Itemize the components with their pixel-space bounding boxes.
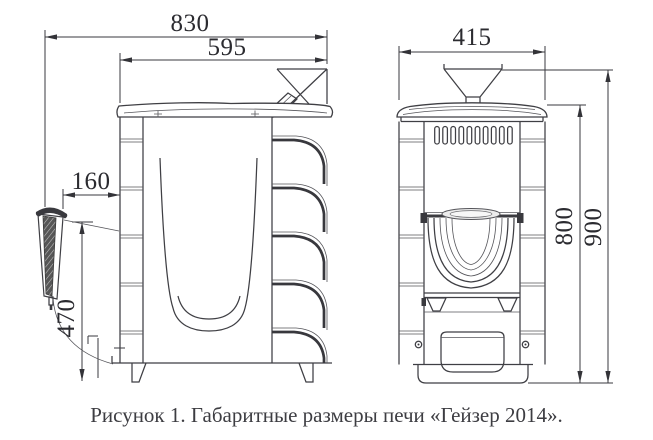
front-view	[396, 46, 613, 384]
dim-label-800: 800	[551, 206, 578, 246]
dim-label-470: 470	[53, 298, 80, 338]
open-door	[35, 207, 68, 310]
dimension-830	[44, 30, 328, 207]
dimension-415	[398, 46, 546, 100]
base-plinth	[413, 363, 613, 384]
vent-slots	[434, 125, 513, 145]
dim-label-595: 595	[207, 34, 247, 61]
side-view	[35, 30, 334, 383]
top-shelf	[116, 102, 334, 118]
firebox-door	[440, 331, 505, 373]
chimney-funnel-front	[443, 64, 503, 104]
dimension-800	[547, 104, 586, 383]
dimension-900	[502, 69, 613, 383]
dimension-595	[119, 53, 327, 103]
screw-left	[414, 340, 423, 349]
door-leader-line	[63, 219, 120, 232]
dim-label-415: 415	[452, 24, 492, 51]
stove-body-side	[111, 117, 332, 383]
stone-basket	[420, 208, 524, 313]
dimension-470	[72, 221, 125, 381]
dim-label-160: 160	[71, 168, 111, 195]
screw-right	[521, 340, 530, 349]
stove-body-front	[398, 121, 546, 365]
lid-front	[396, 102, 548, 123]
door-swing-arc	[52, 298, 114, 365]
dimension-160	[62, 189, 120, 209]
dim-label-900: 900	[580, 207, 607, 247]
side-fins	[272, 135, 328, 363]
figure-caption: Рисунок 1. Габаритные размеры печи «Гейз…	[90, 403, 563, 427]
dim-label-830: 830	[170, 10, 210, 37]
